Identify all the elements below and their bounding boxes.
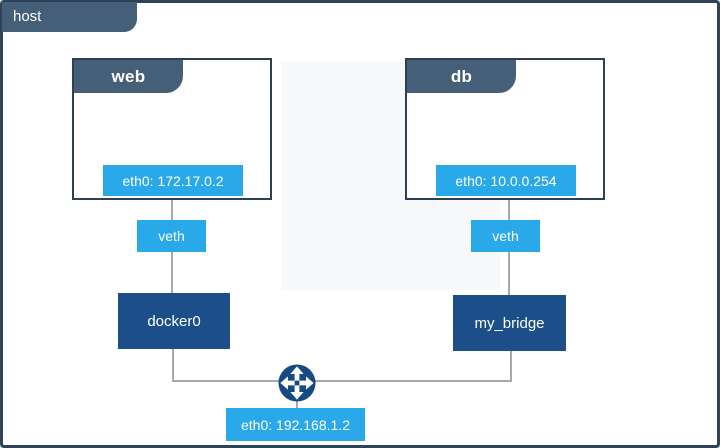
- eth-label-host: eth0: 192.168.1.2: [241, 416, 350, 433]
- connector-veth-to-docker0: [171, 252, 173, 293]
- host-tab: host: [2, 2, 137, 32]
- eth-chip-web: eth0: 172.17.0.2: [103, 165, 243, 196]
- connector-router-to-hosteth: [296, 401, 298, 409]
- container-name-db: db: [450, 66, 473, 86]
- connector-db-to-veth: [508, 200, 510, 220]
- veth-label-web: veth: [158, 228, 185, 244]
- bridge-box-my-bridge: my_bridge: [453, 295, 566, 351]
- bridge-box-docker0: docker0: [118, 293, 230, 349]
- container-name-web: web: [111, 66, 146, 86]
- container-box-web: web eth0: 172.17.0.2: [72, 58, 272, 200]
- router-icon-svg: [278, 364, 316, 402]
- connector-web-to-veth: [171, 200, 173, 220]
- connector-router-to-mybridge: [315, 380, 512, 382]
- veth-chip-web: veth: [137, 220, 206, 252]
- connector-veth-to-mybridge: [508, 252, 510, 295]
- connector-docker0-to-router: [172, 380, 280, 382]
- eth-chip-host: eth0: 192.168.1.2: [226, 408, 365, 441]
- eth-label-db: eth0: 10.0.0.254: [455, 172, 557, 189]
- bridge-label-my-bridge: my_bridge: [474, 314, 545, 332]
- host-label: host: [13, 8, 42, 25]
- eth-chip-db: eth0: 10.0.0.254: [436, 165, 576, 196]
- eth-label-web: eth0: 172.17.0.2: [122, 172, 224, 189]
- veth-chip-db: veth: [471, 220, 540, 252]
- bridge-label-docker0: docker0: [147, 312, 201, 330]
- crossroads-arrows-icon: [278, 364, 316, 402]
- connector-docker0-down: [172, 349, 174, 382]
- container-tab-db: db: [407, 60, 516, 93]
- container-box-db: db eth0: 10.0.0.254: [405, 58, 605, 200]
- container-tab-web: web: [74, 60, 183, 93]
- connector-mybridge-down: [510, 351, 512, 382]
- veth-label-db: veth: [492, 228, 519, 244]
